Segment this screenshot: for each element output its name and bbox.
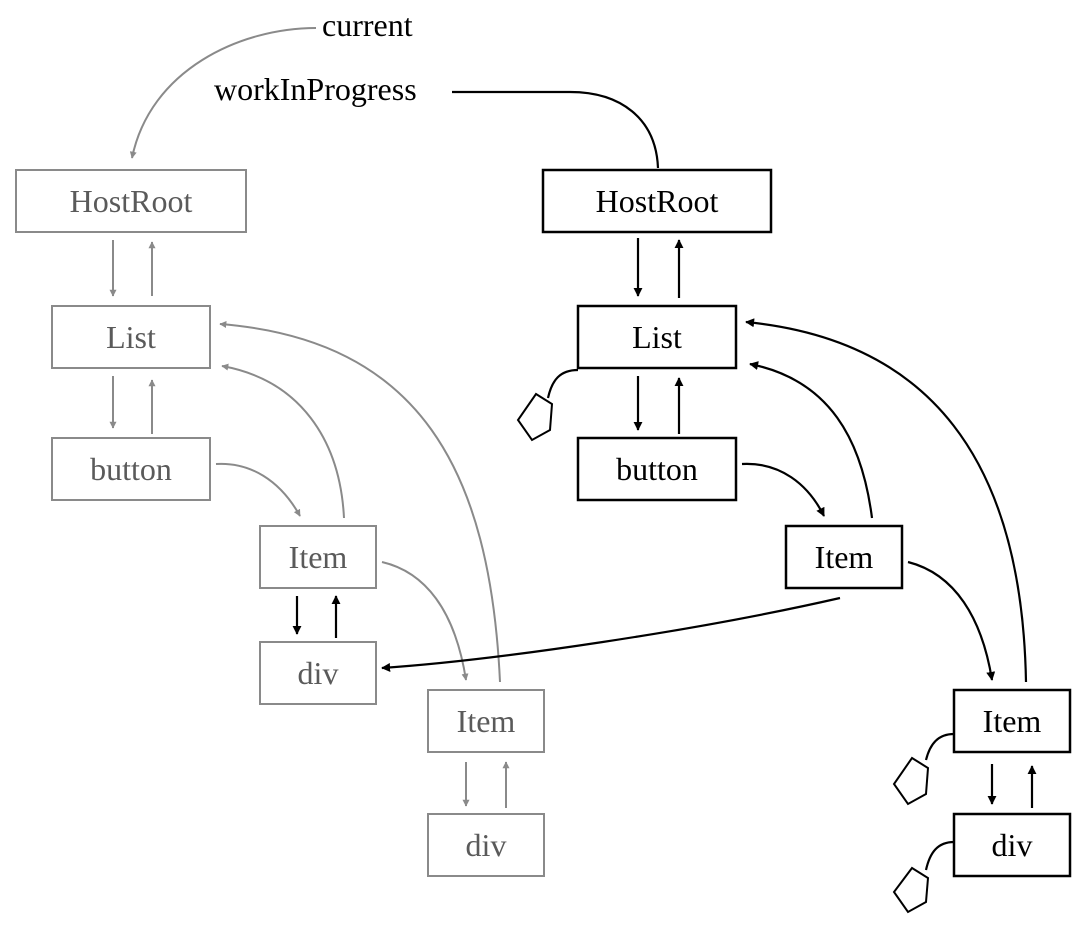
current-list-label: List: [106, 319, 156, 355]
wip-item-1-to-list-return-edge: [749, 361, 874, 519]
current-button-node: button: [51, 437, 211, 501]
wip-button-node: button: [576, 436, 738, 502]
current-hostroot-label: HostRoot: [70, 183, 193, 219]
wip-button-label: button: [616, 451, 698, 487]
wip-list-update-tag-icon: [516, 368, 579, 442]
work-in-progress-pointer-line: [452, 90, 660, 169]
wip-list-node: List: [576, 304, 738, 370]
wip-item-2-update-tag-icon: [892, 732, 955, 806]
current-div-1-label: div: [298, 655, 339, 691]
current-item-2-node: Item: [427, 689, 545, 753]
wip-item-2-label: Item: [983, 703, 1042, 739]
current-item-2-label: Item: [457, 703, 516, 739]
wip-item-1-label: Item: [815, 539, 874, 575]
current-div-2-label: div: [466, 827, 507, 863]
current-button-to-item-sibling-edge: [215, 462, 301, 517]
wip-list-label: List: [632, 319, 682, 355]
wip-div-2-update-tag-icon: [892, 840, 955, 914]
wip-div-2-node: div: [952, 812, 1072, 878]
wip-hostroot-label: HostRoot: [596, 183, 719, 219]
current-div-2-node: div: [427, 813, 545, 877]
wip-div-2-label: div: [992, 827, 1033, 863]
wip-item-1-node: Item: [784, 524, 904, 590]
current-button-label: button: [90, 451, 172, 487]
current-pointer-label: current: [322, 7, 413, 43]
wip-item-1-to-item-2-sibling-edge: [907, 560, 996, 681]
current-item-1-label: Item: [289, 539, 348, 575]
current-item-1-to-item-2-sibling-edge: [381, 561, 469, 681]
current-div-1-node: div: [259, 641, 377, 705]
wip-item-1-to-reused-div-child-edge: [381, 596, 841, 672]
work-in-progress-pointer-label: workInProgress: [214, 71, 417, 107]
current-item-2-to-list-return-edge: [219, 321, 501, 683]
wip-item-2-node: Item: [952, 688, 1072, 754]
wip-item-2-to-list-return-edge: [745, 318, 1028, 683]
wip-hostroot-node: HostRoot: [541, 168, 773, 234]
current-list-node: List: [51, 305, 211, 369]
current-hostroot-node: HostRoot: [15, 169, 247, 233]
current-item-1-to-list-return-edge: [221, 363, 345, 519]
wip-button-to-item-sibling-edge: [741, 462, 825, 517]
current-item-1-node: Item: [259, 525, 377, 589]
current-pointer-arrow: [129, 27, 317, 159]
